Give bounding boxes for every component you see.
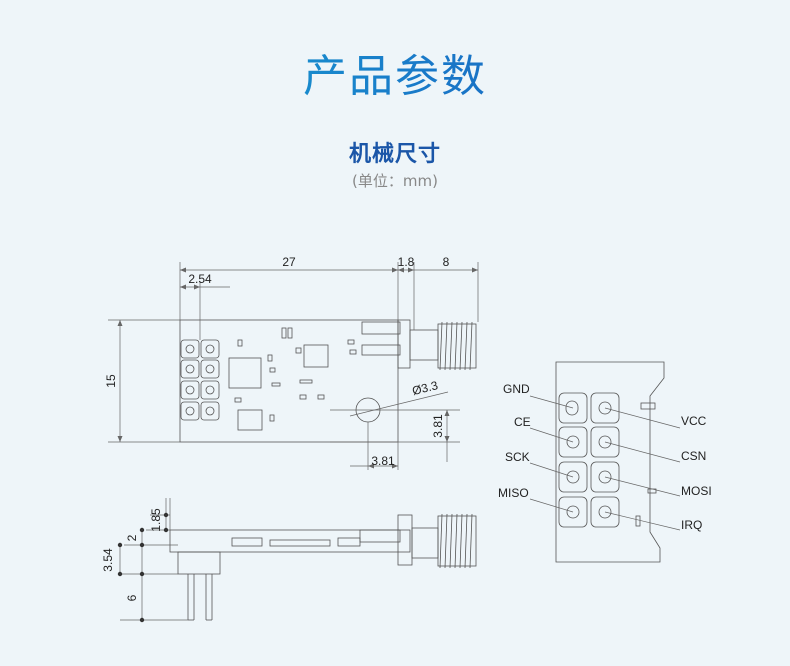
pin-label-ce: CE: [514, 415, 531, 429]
pinout-smd: [640, 402, 656, 410]
page-title: 产品参数: [0, 40, 790, 104]
pinout-pads: [558, 392, 620, 528]
sma-thread-lines: [439, 321, 473, 371]
smd-part: [349, 349, 357, 355]
smd-part: [299, 379, 313, 384]
smd-part: [269, 367, 276, 373]
unit-note: (单位：mm): [352, 172, 438, 190]
board-outline: [179, 319, 399, 443]
pin-label-irq: IRQ: [681, 518, 702, 532]
dim-header-height: 3.54: [101, 548, 115, 572]
dim-hole-offset-y: 3.81: [431, 414, 445, 438]
smd-part: [287, 327, 293, 339]
smd-part: [299, 394, 307, 400]
smd-part: [271, 382, 281, 387]
side-header-plastic: [177, 551, 221, 575]
side-component: [337, 537, 361, 547]
smd-part: [281, 327, 287, 339]
pin-header-pads: [180, 339, 220, 421]
dim-gap: 1.8: [398, 255, 415, 269]
main-chip: [228, 357, 262, 389]
top-view: [179, 319, 477, 443]
top-dimension-labels: 27 1.8 8 2.54 15 Ø3.3 3.81 3.81: [104, 255, 450, 468]
dim-width: 15: [104, 374, 118, 388]
smd-part: [234, 397, 242, 403]
side-dimensions: [119, 498, 188, 621]
pin-label-vcc: VCC: [681, 414, 707, 428]
smd-part: [267, 354, 273, 362]
side-dots: [117, 512, 169, 623]
pinout-smd: [635, 515, 641, 527]
side-board: [169, 529, 411, 553]
side-dimension-labels: 1.85 2 3.54 6: [101, 508, 163, 601]
smd-part: [269, 414, 275, 422]
dim-length: 27: [282, 255, 296, 269]
pinout-labels: GND CE SCK MISO VCC CSN MOSI IRQ: [498, 382, 712, 532]
side-view: [169, 513, 477, 621]
side-connector: [359, 529, 401, 543]
top-arrows: [117, 267, 478, 469]
rf-chip: [303, 344, 329, 368]
pin-label-mosi: MOSI: [681, 484, 712, 498]
pin-label-csn: CSN: [681, 449, 706, 463]
smd-part: [295, 347, 302, 354]
pinout-view: [529, 361, 681, 563]
smd-part: [317, 394, 325, 400]
dim-pin-length: 6: [125, 594, 139, 601]
dim-hole-offset-x: 3.81: [371, 454, 395, 468]
pin-label-gnd: GND: [503, 382, 530, 396]
smd-part: [237, 339, 243, 347]
pinout-leaders: [529, 395, 681, 531]
section-title: 机械尺寸: [348, 142, 441, 167]
pin-label-miso: MISO: [498, 486, 529, 500]
smd-part: [347, 339, 355, 345]
dim-hole-diameter: Ø3.3: [411, 378, 440, 398]
side-thread-lines: [439, 513, 473, 569]
dim-pin-top: 1.85: [149, 508, 163, 532]
side-component: [269, 539, 331, 547]
dim-pitch: 2.54: [188, 272, 212, 286]
crystal: [237, 409, 263, 431]
pinout-board-outline: [555, 361, 665, 563]
top-dimensions: [108, 262, 479, 470]
dim-board-thickness: 2: [125, 534, 139, 541]
side-component: [231, 537, 263, 547]
connector-body-top: [361, 321, 401, 335]
pin-label-sck: SCK: [505, 450, 530, 464]
connector-neck: [409, 329, 439, 361]
side-neck: [411, 527, 439, 559]
dim-connector: 8: [443, 255, 450, 269]
connector-body-mid: [361, 344, 401, 356]
